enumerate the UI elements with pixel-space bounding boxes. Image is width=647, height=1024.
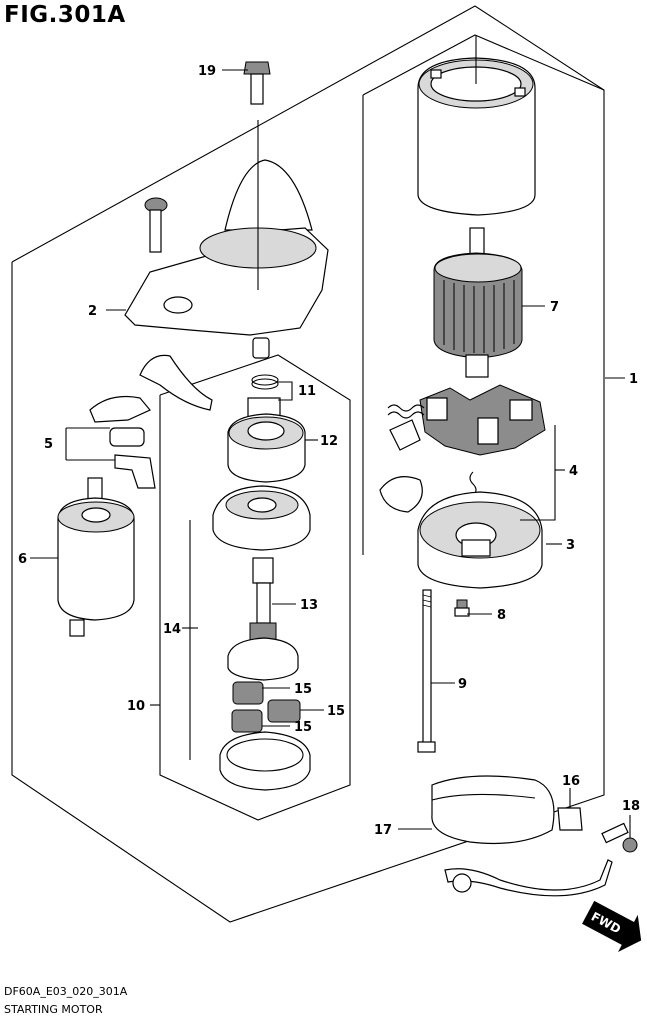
part-end-frame [417,491,543,589]
part-clamp-bracket [557,807,583,831]
part-drive-housing [124,120,329,359]
assembly-outline [11,5,605,923]
callout-18: 18 [622,799,640,814]
part-snap-ring [251,374,279,390]
part-screw-8 [454,599,470,617]
callout-4: 4 [569,464,578,479]
callout-3: 3 [566,538,575,553]
callout-2: 2 [88,304,97,319]
callout-15b: 15 [327,704,345,719]
callout-19: 19 [198,64,216,79]
callout-13: 13 [300,598,318,613]
part-brush-holder [379,384,546,513]
callout-6: 6 [18,552,27,567]
part-bolt-18 [601,822,638,853]
part-plate-upper [212,485,311,551]
callout-15c: 15 [294,720,312,735]
part-housing-bolt [144,197,168,253]
fwd-arrow-icon: FWD [582,900,642,952]
drive-subassembly-outline [159,354,351,821]
part-pinion [227,397,306,483]
callout-16: 16 [562,774,580,789]
callout-11: 11 [298,384,316,399]
callout-5: 5 [44,437,53,452]
callout-9: 9 [458,677,467,692]
figure-name: STARTING MOTOR [4,1003,103,1016]
callout-8: 8 [497,608,506,623]
part-bolt-19 [243,61,271,105]
part-gears [231,681,301,733]
callout-14: 14 [163,622,181,637]
part-shaft [227,557,299,681]
callout-10: 10 [127,699,145,714]
callout-12: 12 [320,434,338,449]
callout-17: 17 [374,823,392,838]
figure-title: FIG.301A [4,2,126,28]
callout-1: 1 [629,372,638,387]
part-yoke [417,35,536,216]
leader-lines [30,69,631,838]
figure-code: DF60A_E03_020_301A [4,985,128,998]
part-band-clamp [431,775,613,897]
callout-7: 7 [550,300,559,315]
part-ring-gear [219,731,311,791]
part-solenoid [57,477,135,637]
part-lever-set [89,354,213,489]
part-armature [433,227,523,378]
callout-labels: 19 2 1 3 4 5 6 7 11 12 13 14 10 8 9 15 1… [18,64,640,838]
part-through-bolt [417,589,436,753]
callout-15a: 15 [294,682,312,697]
